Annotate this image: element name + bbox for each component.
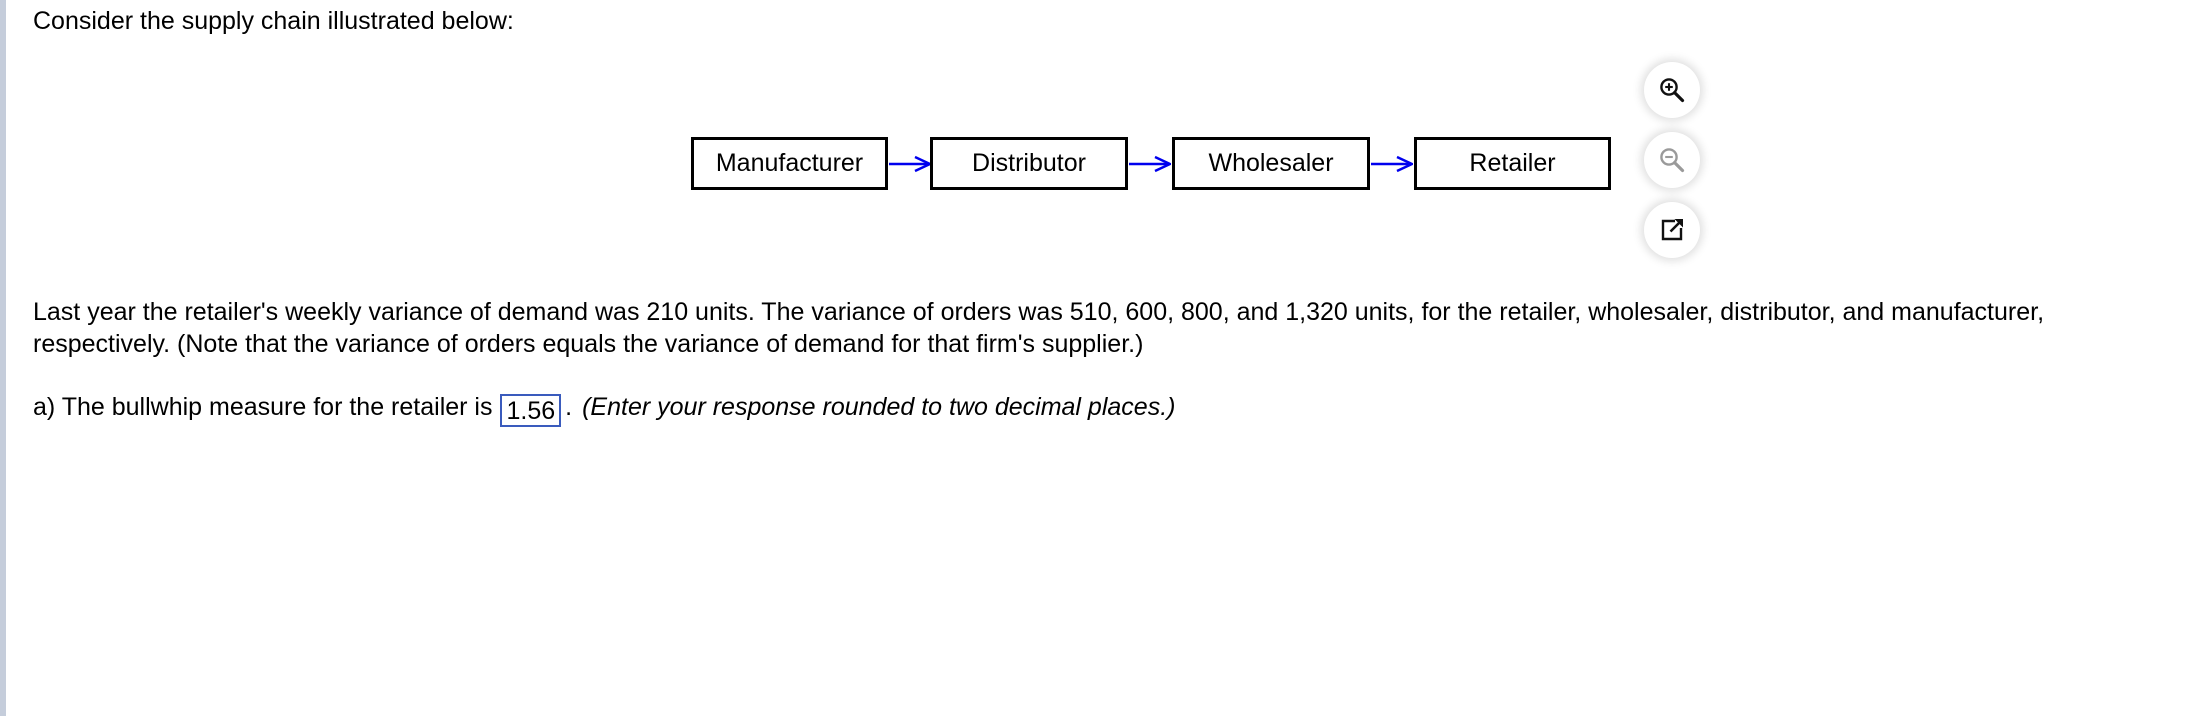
open-in-new-window-icon xyxy=(1661,219,1683,241)
bullwhip-measure-input[interactable]: 1.56 xyxy=(500,394,562,427)
diagram-node-wholesaler: Wholesaler xyxy=(1172,137,1370,190)
answer-row: a) The bullwhip measure for the retailer… xyxy=(33,390,1176,427)
zoom-out-button[interactable] xyxy=(1644,132,1700,188)
answer-hint-text: (Enter your response rounded to two deci… xyxy=(582,392,1176,421)
diagram-node-distributor: Distributor xyxy=(930,137,1128,190)
answer-period: . xyxy=(565,392,573,421)
flow-arrow-distributor-to-wholesaler xyxy=(1129,155,1171,173)
zoom-in-button[interactable] xyxy=(1644,62,1700,118)
diagram-node-label: Retailer xyxy=(1469,149,1556,177)
intro-text: Consider the supply chain illustrated be… xyxy=(33,7,514,35)
zoom-out-icon xyxy=(1660,148,1685,173)
diagram-node-manufacturer: Manufacturer xyxy=(691,137,888,190)
left-edge-rail xyxy=(0,0,6,716)
supply-chain-diagram: Manufacturer Distributor Wholesaler Reta… xyxy=(0,0,2212,300)
flow-arrow-manufacturer-to-distributor xyxy=(889,155,931,173)
answer-prompt-label: a) The bullwhip measure for the retailer… xyxy=(33,392,493,421)
zoom-in-icon xyxy=(1660,78,1685,103)
diagram-node-label: Manufacturer xyxy=(715,149,864,177)
diagram-node-label: Distributor xyxy=(972,149,1086,177)
open-in-new-window-button[interactable] xyxy=(1644,202,1700,258)
flow-arrow-wholesaler-to-retailer xyxy=(1371,155,1413,173)
diagram-node-retailer: Retailer xyxy=(1414,137,1611,190)
diagram-node-label: Wholesaler xyxy=(1208,149,1334,177)
problem-statement: Last year the retailer's weekly variance… xyxy=(33,298,2045,358)
